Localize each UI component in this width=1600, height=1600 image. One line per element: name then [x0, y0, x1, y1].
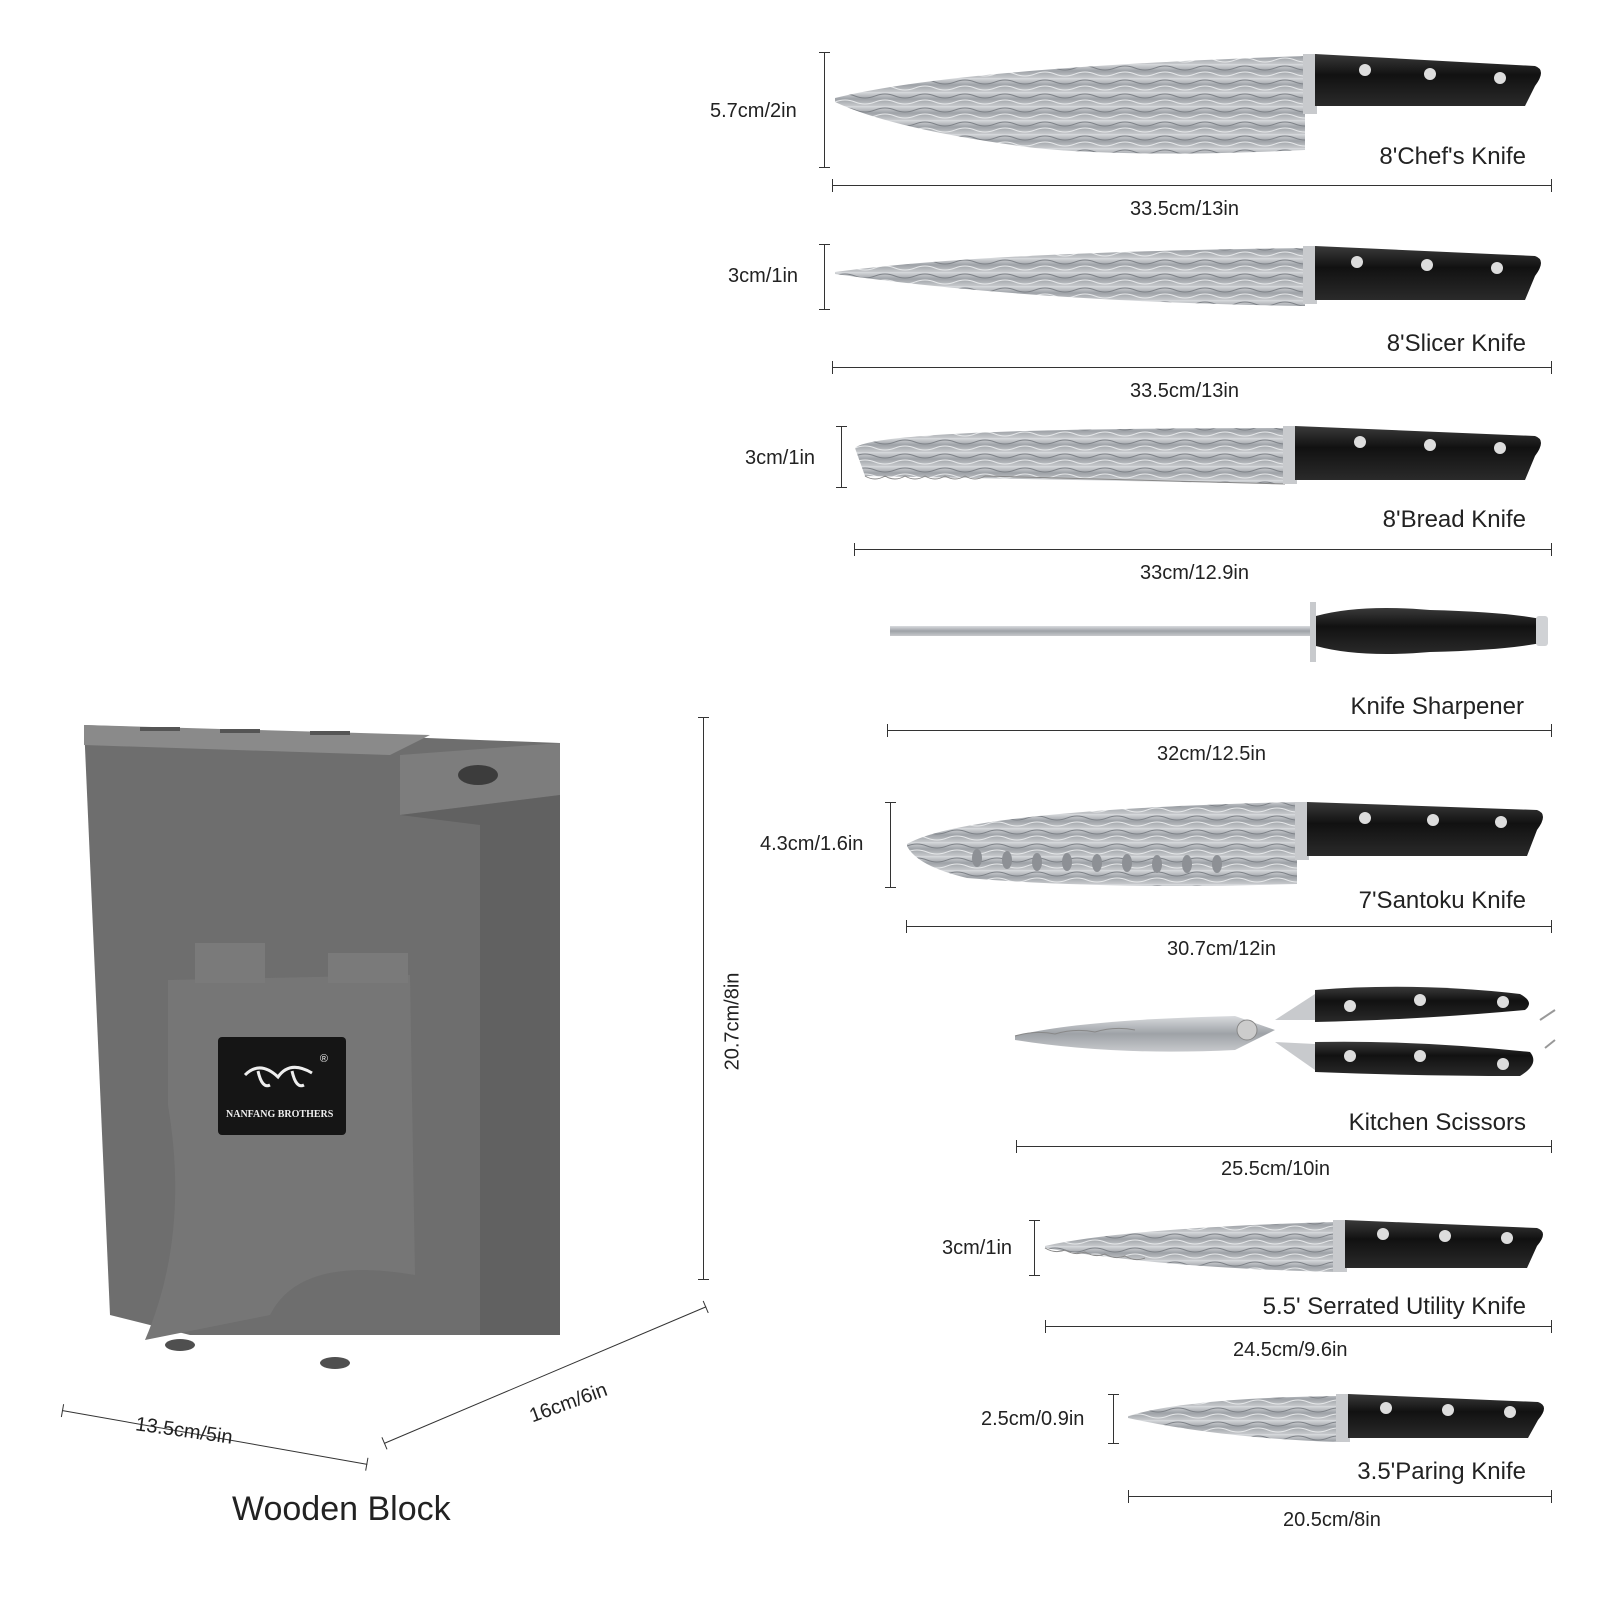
serrated-utility-knife-name: 5.5' Serrated Utility Knife — [1262, 1293, 1526, 1320]
knife-sharpener-image — [890, 602, 1548, 662]
kitchen-scissors-length: 25.5cm/10in — [1221, 1158, 1330, 1180]
block-height-line — [698, 717, 709, 1280]
chefs-knife-length: 33.5cm/13in — [1130, 198, 1239, 220]
chefs-knife-height-line — [819, 52, 830, 168]
bread-knife-height: 3cm/1in — [745, 447, 816, 469]
slicer-knife-length: 33.5cm/13in — [1130, 380, 1239, 402]
santoku-knife-image — [907, 802, 1543, 886]
brand-name: NANFANG BROTHERS — [226, 1109, 334, 1120]
knife-sharpener-length-line — [887, 724, 1552, 737]
santoku-knife-height-line — [885, 802, 896, 888]
block-width-label: 13.5cm/5in — [134, 1413, 234, 1449]
paring-knife-length-line — [1128, 1490, 1552, 1503]
block-title: Wooden Block — [232, 1490, 451, 1528]
serrated-utility-knife-image — [1044, 1220, 1543, 1272]
paring-knife-height: 2.5cm/0.9in — [981, 1408, 1085, 1430]
serrated-utility-knife-height-line — [1029, 1220, 1040, 1276]
kitchen-scissors-length-line — [1016, 1140, 1552, 1153]
santoku-knife-length-line — [906, 920, 1552, 933]
paring-knife-name: 3.5'Paring Knife — [1357, 1458, 1526, 1485]
block-depth-label: 16cm/6in — [526, 1378, 611, 1428]
serrated-utility-knife-length: 24.5cm/9.6in — [1233, 1339, 1348, 1361]
slicer-knife-length-line — [832, 361, 1552, 374]
bread-knife-length: 33cm/12.9in — [1140, 562, 1249, 584]
santoku-knife-name: 7'Santoku Knife — [1358, 887, 1526, 914]
paring-knife-length: 20.5cm/8in — [1283, 1509, 1381, 1531]
wooden-block-image — [84, 725, 560, 1369]
santoku-knife-length: 30.7cm/12in — [1167, 938, 1276, 960]
paring-knife-height-line — [1108, 1394, 1119, 1444]
slicer-knife-name: 8'Slicer Knife — [1386, 330, 1526, 357]
bread-knife-length-line — [854, 543, 1552, 556]
chefs-knife-height: 5.7cm/2in — [710, 100, 797, 122]
knife-sharpener-length: 32cm/12.5in — [1157, 743, 1266, 765]
slicer-knife-height: 3cm/1in — [728, 265, 799, 287]
brand-badge: ® NANFANG BROTHERS — [218, 1037, 346, 1135]
kitchen-scissors-name: Kitchen Scissors — [1348, 1109, 1526, 1136]
chefs-knife-name: 8'Chef's Knife — [1379, 143, 1526, 170]
bread-knife-name: 8'Bread Knife — [1382, 506, 1526, 533]
bread-knife-image — [855, 426, 1541, 485]
santoku-knife-height: 4.3cm/1.6in — [760, 833, 864, 855]
kitchen-scissors-image — [1014, 986, 1556, 1076]
serrated-utility-knife-length-line — [1045, 1320, 1552, 1333]
chefs-knife-image — [835, 54, 1541, 154]
slicer-knife-height-line — [819, 244, 830, 310]
block-height-label: 20.7cm/8in — [721, 972, 744, 1071]
paring-knife-image — [1128, 1394, 1544, 1442]
brand-trademark: ® — [319, 1053, 328, 1065]
slicer-knife-image — [835, 246, 1541, 306]
bread-knife-height-line — [836, 426, 847, 488]
serrated-utility-knife-height: 3cm/1in — [942, 1237, 1013, 1259]
brand-logo-icon — [243, 1065, 313, 1088]
knife-sharpener-name: Knife Sharpener — [1350, 693, 1524, 720]
chefs-knife-length-line — [832, 179, 1552, 192]
